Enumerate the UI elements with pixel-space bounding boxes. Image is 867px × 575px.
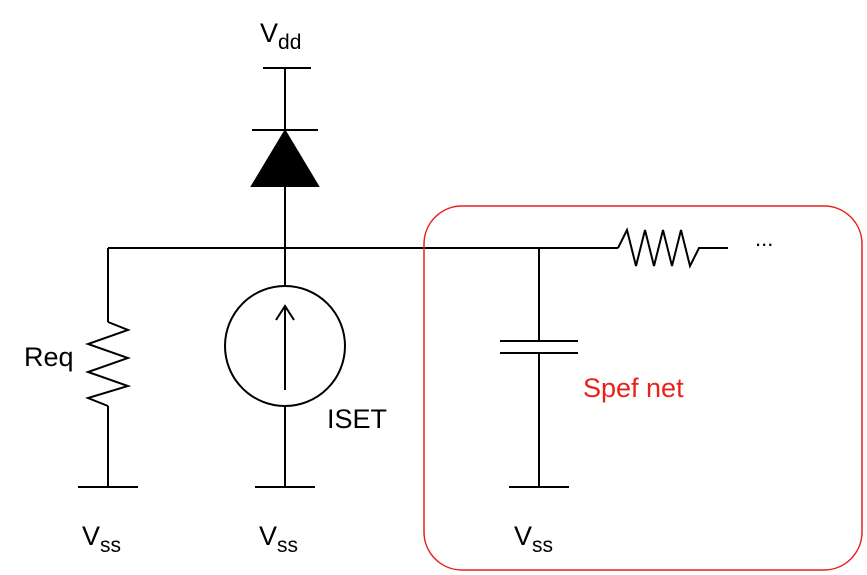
req-label: Req — [24, 342, 74, 372]
req-resistor — [84, 321, 132, 407]
vss-mid-label-main: V — [259, 521, 278, 551]
spef-net-label: Spef net — [583, 373, 684, 403]
current-source-arrow-head — [275, 304, 295, 321]
vss-mid-label-sub: ss — [277, 534, 299, 557]
ellipsis-label: ... — [755, 226, 774, 251]
vss-right-label-main: V — [514, 521, 533, 551]
vss-mid-label: Vss — [259, 521, 299, 557]
vss-right-label-sub: ss — [532, 534, 554, 557]
iset-label: ISET — [327, 404, 388, 434]
vss-left-label-sub: ss — [100, 534, 122, 557]
vss-left-label-main: V — [82, 521, 101, 551]
series-resistor — [617, 227, 728, 269]
vdd-label-sub: dd — [278, 31, 302, 54]
vdd-label-main: V — [260, 18, 279, 48]
vdd-label: Vdd — [260, 18, 302, 54]
vss-right-label: Vss — [514, 521, 554, 557]
diode-triangle — [250, 129, 320, 187]
vss-left-label: Vss — [82, 521, 122, 557]
spef-net-highlight-box — [423, 205, 863, 571]
